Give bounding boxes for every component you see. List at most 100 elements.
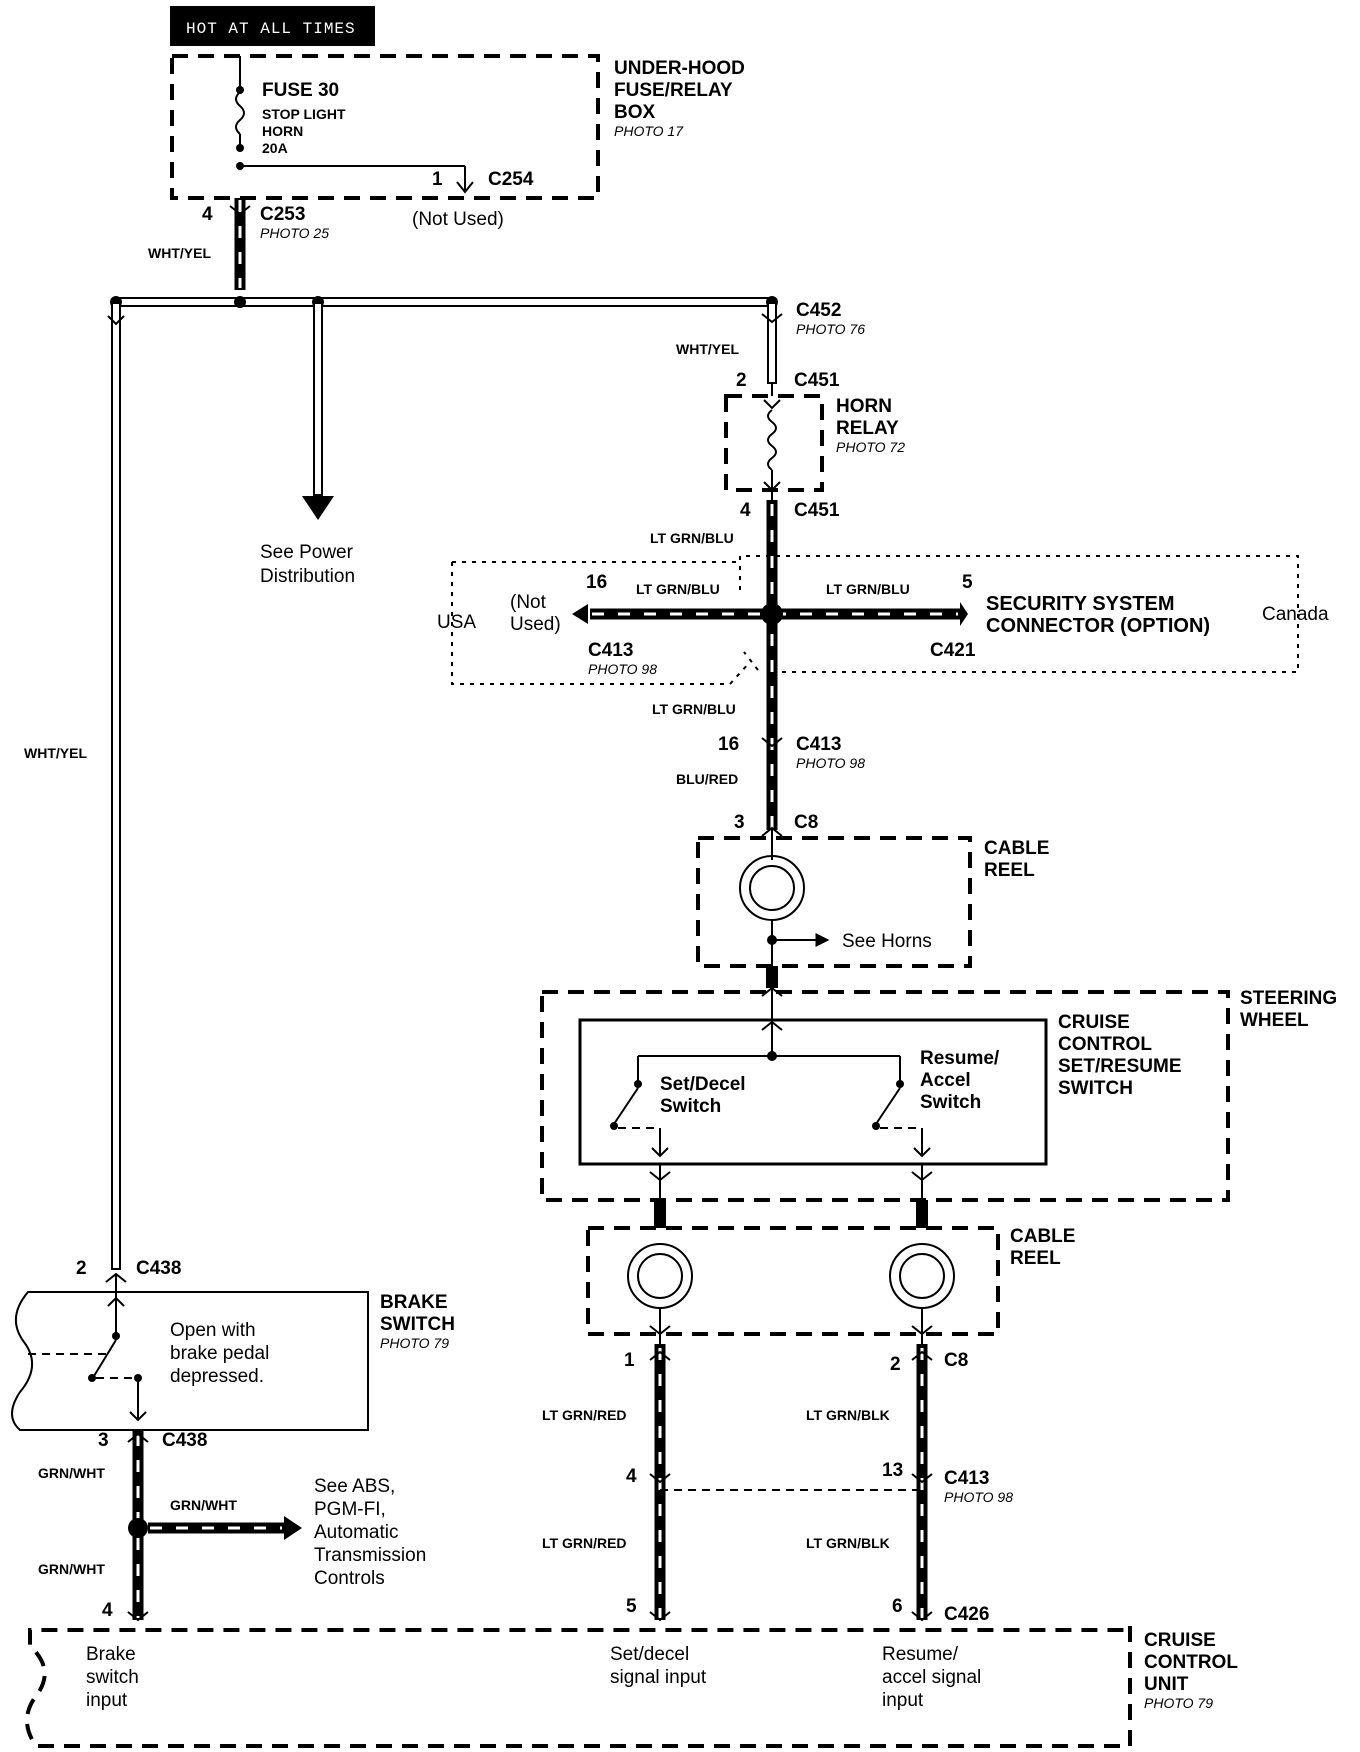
svg-text:Resume/: Resume/ — [882, 1644, 959, 1665]
svg-text:SWITCH: SWITCH — [1058, 1078, 1133, 1099]
svg-text:FUSE/RELAY: FUSE/RELAY — [614, 80, 733, 101]
svg-text:(Not Used): (Not Used) — [412, 209, 504, 230]
svg-text:C8: C8 — [944, 1350, 968, 1371]
power-distribution-branch: See Power Distribution — [260, 302, 355, 587]
svg-text:Resume/: Resume/ — [920, 1048, 1000, 1069]
brake-output-wire: 3 C438 GRN/WHT GRN/WHT GRN/WHT 4 See ABS… — [38, 1430, 426, 1622]
svg-text:4: 4 — [202, 204, 213, 225]
svg-text:CRUISE: CRUISE — [1058, 1012, 1130, 1033]
fuse-30-symbol — [235, 91, 245, 135]
svg-text:HOT AT ALL TIMES: HOT AT ALL TIMES — [186, 20, 356, 38]
svg-text:C413: C413 — [944, 1468, 989, 1489]
svg-text:CRUISE: CRUISE — [1144, 1630, 1216, 1651]
svg-text:C421: C421 — [930, 640, 976, 661]
cruise-control-set-resume-switch: Set/Decel Switch Resume/ Accel Switch CR… — [578, 986, 1182, 1166]
svg-text:GRN/WHT: GRN/WHT — [38, 1465, 105, 1481]
svg-text:input: input — [86, 1690, 128, 1711]
svg-text:LT GRN/BLU: LT GRN/BLU — [652, 701, 736, 717]
svg-text:Set/decel: Set/decel — [610, 1644, 689, 1665]
svg-text:CABLE: CABLE — [1010, 1226, 1075, 1247]
svg-text:LT GRN/BLU: LT GRN/BLU — [636, 581, 720, 597]
svg-text:input: input — [882, 1690, 924, 1711]
svg-text:STOP LIGHT: STOP LIGHT — [262, 106, 346, 122]
svg-text:Distribution: Distribution — [260, 566, 355, 587]
hot-at-all-times-badge: HOT AT ALL TIMES — [170, 6, 375, 46]
svg-text:C8: C8 — [794, 812, 818, 833]
svg-text:C438: C438 — [136, 1258, 181, 1279]
brake-switch: 2 C438 BRAKE SWITCH PHOTO 79 Open with b… — [11, 1258, 455, 1431]
svg-text:5: 5 — [962, 572, 973, 593]
svg-text:BLU/RED: BLU/RED — [676, 771, 738, 787]
left-wht-yel-wire: WHT/YEL — [24, 302, 125, 1270]
svg-text:CABLE: CABLE — [984, 838, 1049, 859]
see-horns-label: See Horns — [842, 931, 932, 952]
svg-text:4: 4 — [740, 500, 751, 521]
svg-text:PHOTO 25: PHOTO 25 — [260, 225, 329, 241]
c254-label: C254 — [488, 169, 534, 190]
power-bus — [110, 296, 778, 308]
svg-text:GRN/WHT: GRN/WHT — [38, 1561, 105, 1577]
svg-text:3: 3 — [734, 812, 745, 833]
svg-text:C253: C253 — [260, 204, 305, 225]
svg-text:C413: C413 — [796, 734, 841, 755]
svg-text:signal input: signal input — [610, 1667, 707, 1688]
horn-relay: 2 C451 HORN RELAY PHOTO 72 4 C451 LT GRN… — [650, 370, 905, 546]
svg-text:HORN: HORN — [262, 123, 303, 139]
svg-text:REEL: REEL — [1010, 1248, 1061, 1269]
svg-text:PHOTO 98: PHOTO 98 — [944, 1489, 1013, 1505]
svg-text:CONTROL: CONTROL — [1058, 1034, 1152, 1055]
svg-text:4: 4 — [626, 1466, 637, 1487]
svg-text:WHT/YEL: WHT/YEL — [148, 245, 211, 261]
cable-reel-top: See Horns 3 C8 CABLE REEL — [696, 812, 1049, 988]
svg-text:PHOTO 79: PHOTO 79 — [1144, 1695, 1213, 1711]
svg-text:Brake: Brake — [86, 1644, 136, 1665]
svg-text:Transmission: Transmission — [314, 1545, 426, 1566]
svg-text:Accel: Accel — [920, 1070, 971, 1091]
svg-text:See Power: See Power — [260, 542, 354, 563]
c253-connector: 4 C253 PHOTO 25 WHT/YEL — [148, 198, 329, 290]
svg-text:Switch: Switch — [920, 1092, 981, 1113]
svg-text:STEERING: STEERING — [1240, 988, 1337, 1009]
svg-text:GRN/WHT: GRN/WHT — [170, 1497, 237, 1513]
svg-text:SWITCH: SWITCH — [380, 1314, 455, 1335]
svg-text:UNIT: UNIT — [1144, 1674, 1189, 1695]
svg-text:HORN: HORN — [836, 396, 892, 417]
canada-label: Canada — [1262, 604, 1329, 625]
svg-text:SET/RESUME: SET/RESUME — [1058, 1056, 1182, 1077]
svg-text:REEL: REEL — [984, 860, 1035, 881]
svg-text:4: 4 — [102, 1600, 113, 1621]
svg-text:See ABS,: See ABS, — [314, 1476, 395, 1497]
svg-text:RELAY: RELAY — [836, 418, 899, 439]
svg-text:2: 2 — [736, 370, 747, 391]
svg-text:CONNECTOR (OPTION): CONNECTOR (OPTION) — [986, 615, 1210, 637]
svg-text:C438: C438 — [162, 1430, 207, 1451]
security-system-junction: USA (Not Used) 16 LT GRN/BLU C413 PHOTO … — [437, 555, 1329, 717]
svg-text:LT GRN/BLK: LT GRN/BLK — [806, 1407, 890, 1423]
svg-text:PHOTO 76: PHOTO 76 — [796, 321, 865, 337]
svg-text:Automatic: Automatic — [314, 1522, 398, 1543]
svg-text:PHOTO 79: PHOTO 79 — [380, 1335, 449, 1351]
svg-text:PHOTO 72: PHOTO 72 — [836, 439, 905, 455]
svg-text:2: 2 — [890, 1354, 901, 1375]
cruise-control-unit: CRUISE CONTROL UNIT PHOTO 79 Brake switc… — [25, 1626, 1238, 1748]
svg-text:PHOTO 17: PHOTO 17 — [614, 123, 684, 139]
svg-text:13: 13 — [882, 1460, 903, 1481]
svg-text:C413: C413 — [588, 640, 633, 661]
svg-text:brake pedal: brake pedal — [170, 1343, 269, 1364]
svg-text:PHOTO 98: PHOTO 98 — [796, 755, 865, 771]
svg-text:C426: C426 — [944, 1604, 989, 1625]
svg-text:LT GRN/BLU: LT GRN/BLU — [826, 581, 910, 597]
svg-text:C451: C451 — [794, 500, 840, 521]
svg-text:BOX: BOX — [614, 102, 656, 123]
c452-connector: C452 PHOTO 76 WHT/YEL — [676, 300, 865, 384]
svg-text:LT GRN/RED: LT GRN/RED — [542, 1407, 627, 1423]
svg-text:5: 5 — [626, 1596, 637, 1617]
svg-text:accel signal: accel signal — [882, 1667, 981, 1688]
svg-text:C451: C451 — [794, 370, 840, 391]
svg-text:depressed.: depressed. — [170, 1366, 264, 1387]
svg-text:Controls: Controls — [314, 1568, 385, 1589]
svg-text:LT GRN/BLU: LT GRN/BLU — [650, 530, 734, 546]
svg-text:3: 3 — [98, 1430, 109, 1451]
svg-text:1: 1 — [624, 1350, 635, 1371]
